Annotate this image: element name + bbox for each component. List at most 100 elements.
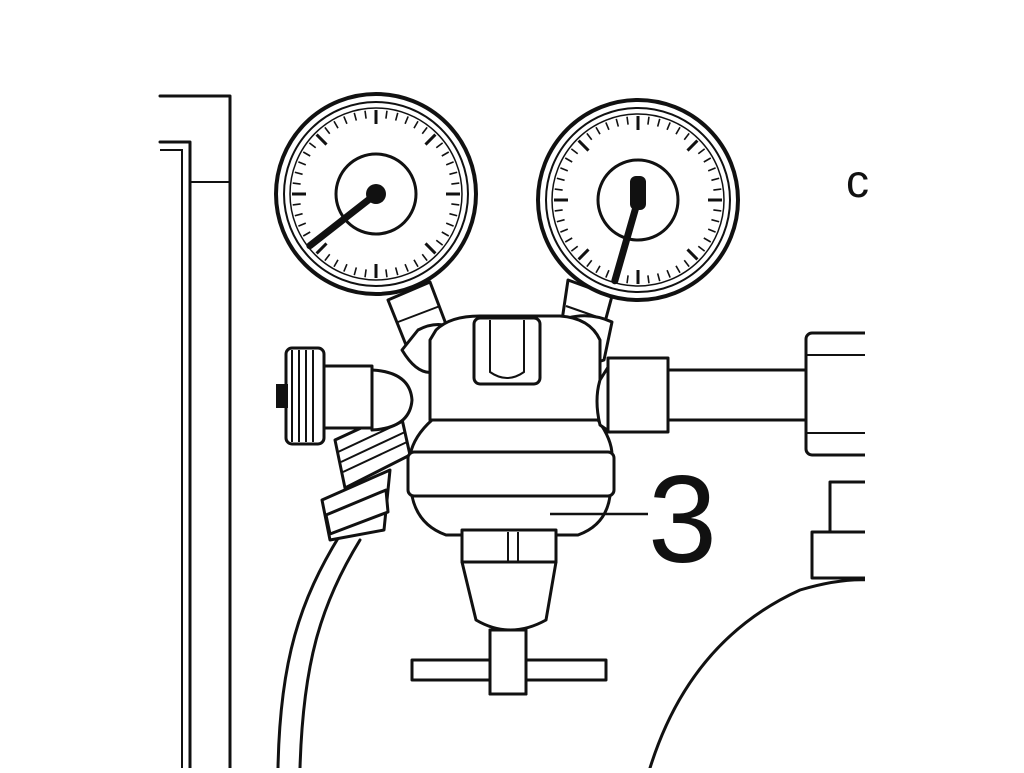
gauge-tick [292,182,301,185]
gauge-tick [298,161,307,166]
outlet-pipe [595,331,865,768]
gauge-tick [302,231,311,237]
gauge-tick [404,116,409,125]
gauge-tick [686,139,699,152]
right-gauge-ticks [554,116,722,284]
gauge-tick [595,126,601,135]
gauge-tick [697,148,706,155]
gauge-tick [556,177,565,182]
gauge-tick [324,253,331,262]
gauge-tick [570,245,579,252]
regulator-body [408,314,614,457]
gauge-tick [703,157,712,163]
gauge-tick [441,231,450,237]
gauge-tick [394,267,399,276]
right-gauge [536,98,740,302]
left-gauge-ticks [292,110,460,278]
gauge-tick [449,171,458,176]
gauge-tick [445,222,454,227]
gauge-tick [711,218,720,223]
gauge-tick [302,151,311,157]
gauge-tick [421,126,428,135]
gauge-tick [343,116,348,125]
gauge-tick [615,118,620,127]
left-gauge-needle [306,190,380,250]
gauge-tick [424,133,437,146]
gauge-tick [586,132,593,141]
gauge-tick [404,263,409,272]
gauge-tick [364,110,367,119]
wall-bracket [158,94,232,770]
gauge-tick [711,177,720,182]
gauge-tick [315,242,328,255]
gauge-tick [713,209,722,212]
edge-label-fragment: c [846,155,869,207]
gauge-tick [707,228,716,233]
gauge-tick [647,116,650,125]
right-gauge-needle [611,196,642,285]
gauge-tick [570,148,579,155]
gauge-tick [666,269,671,278]
gauge-tick [713,188,722,191]
gauge-tick [353,267,358,276]
gauge-tick [560,228,569,233]
gauge-tick [441,151,450,157]
gauge-tick [556,218,565,223]
gauge-tick [626,116,629,125]
gauge-tick [683,132,690,141]
gauge-tick [364,269,367,278]
regulator-bonnet [406,450,616,696]
gauge-tick [435,142,444,149]
gauge-tick [294,171,303,176]
gauge-tick [560,167,569,172]
gauge-tick [675,265,681,274]
gauge-tick [435,239,444,246]
gauge-tick [451,182,460,185]
gauge-tick [656,118,661,127]
gauge-tick [605,269,610,278]
gauge-tick [564,157,573,163]
gauge-tick [707,167,716,172]
gauge-tick [703,237,712,243]
gauge-tick [294,212,303,217]
gauge-tick [666,122,671,131]
gauge-tick [554,209,563,212]
gauge-tick [308,142,317,149]
gauge-tick [595,265,601,274]
gauge-tick [647,275,650,284]
gauge-tick [586,259,593,268]
gauge-tick [675,126,681,135]
gauge-tick [343,263,348,272]
gauge-tick [324,126,331,135]
gauge-tick [353,112,358,121]
gauge-tick [445,161,454,166]
gauge-tick [656,273,661,282]
gauge-tick [554,188,563,191]
gauge-tick [385,110,388,119]
gauge-tick [298,222,307,227]
gauge-tick [394,112,399,121]
gauge-tick [421,253,428,262]
gauge-tick [605,122,610,131]
left-gauge [274,92,478,296]
gauge-tick [697,245,706,252]
gauge-tick [424,242,437,255]
gauge-tick [686,248,699,261]
gauge-tick [413,259,419,268]
valve-knob [276,346,414,446]
gauge-tick [413,120,419,129]
gauge-tick [683,259,690,268]
gauge-tick [385,269,388,278]
gauge-tick [577,248,590,261]
gauge-tick [315,133,328,146]
gauge-tick [449,212,458,217]
gauge-tick [626,275,629,284]
gauge-tick [333,259,339,268]
callout-number: 3 [648,451,717,589]
gauge-tick [564,237,573,243]
gauge-tick [577,139,590,152]
gauge-tick [292,203,301,206]
gauge-tick [333,120,339,129]
hose [276,533,362,770]
